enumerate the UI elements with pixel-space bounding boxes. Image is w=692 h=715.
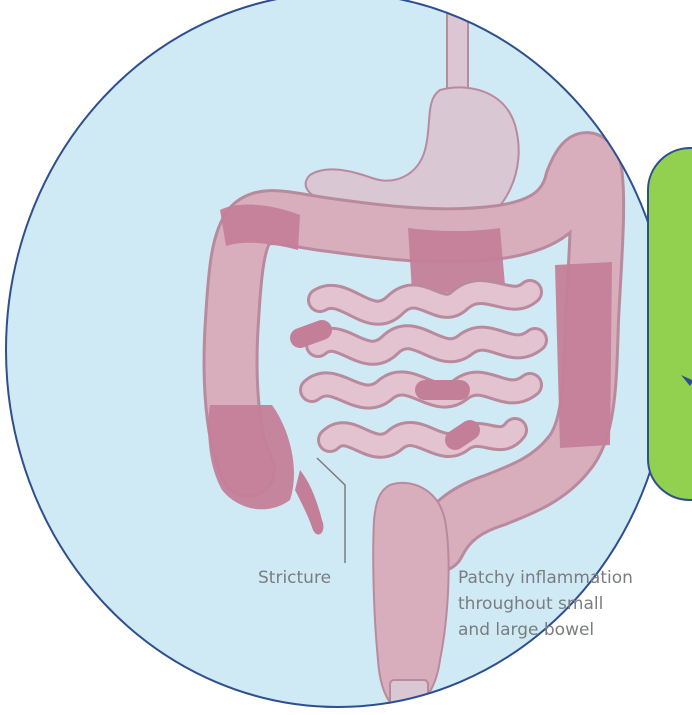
patchy-inflammation-label: Patchy inflammation throughout small and… (458, 566, 633, 644)
stricture-label: Stricture (258, 566, 331, 591)
patchy-label-line-1: Patchy inflammation (458, 566, 633, 592)
callout-shape (648, 148, 692, 500)
patchy-label-line-2: throughout small (458, 592, 633, 618)
patchy-label-line-3: and large bowel (458, 618, 633, 644)
rectum (373, 483, 448, 711)
